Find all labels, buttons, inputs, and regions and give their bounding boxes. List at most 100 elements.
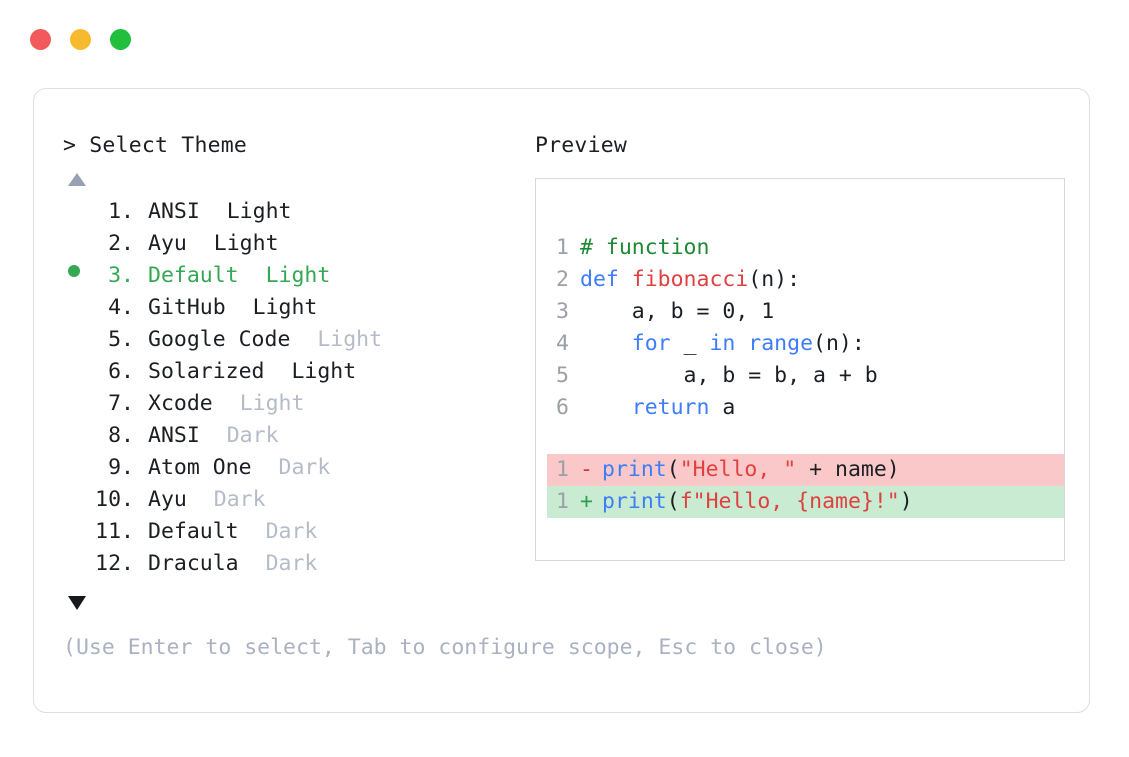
diff-sign: +: [580, 489, 593, 514]
code-token: print: [602, 489, 667, 514]
theme-item-spacer: [214, 196, 227, 228]
theme-list-item[interactable]: 5.Google Code Light: [63, 324, 533, 356]
code-token: range: [748, 331, 814, 356]
theme-item-name: GitHub: [148, 295, 226, 320]
theme-item-spacer: [214, 420, 227, 452]
theme-item-spacer: [201, 228, 214, 260]
code-token: [580, 331, 632, 356]
theme-item-variant: Light: [317, 327, 383, 352]
theme-item-variant: Light: [291, 359, 357, 384]
code-source: return a: [580, 392, 736, 424]
theme-item-spacer: [253, 516, 266, 548]
theme-item-name: Default: [148, 263, 239, 288]
theme-item-index: 12.: [95, 551, 134, 576]
theme-item-name: Solarized: [148, 359, 265, 384]
window-controls: [30, 29, 131, 50]
close-window-button[interactable]: [30, 29, 51, 50]
theme-item-spacer: [304, 324, 317, 356]
line-number: 1: [556, 235, 569, 260]
diff-line-number: 1: [556, 489, 569, 514]
page-title: > Select Theme: [63, 133, 248, 158]
theme-item-variant: Dark: [265, 519, 318, 544]
diff-source: print(f"Hello, {name}!"): [602, 486, 913, 518]
diff-lines: 1-print("Hello, " + name)1+print(f"Hello…: [547, 454, 1064, 518]
theme-item-variant: Light: [265, 263, 331, 288]
code-line: 5 a, b = b, a + b: [547, 360, 1064, 392]
code-token: (n):: [813, 331, 865, 356]
theme-item-index: 4.: [108, 295, 134, 320]
theme-list-item[interactable]: 7. Xcode Light: [63, 388, 533, 420]
code-line: 3 a, b = 0, 1: [547, 296, 1064, 328]
code-token: ): [899, 489, 913, 514]
scroll-up-icon[interactable]: [68, 173, 86, 186]
code-line: 6 return a: [547, 392, 1064, 424]
theme-item-spacer: [253, 548, 266, 580]
line-number: 6: [556, 395, 569, 420]
minimize-window-button[interactable]: [70, 29, 91, 50]
diff-source: print("Hello, " + name): [602, 454, 900, 486]
code-token: + name): [796, 457, 900, 482]
theme-list-item[interactable]: 6. Solarized Light: [63, 356, 533, 388]
theme-item-name: Atom One: [148, 455, 252, 480]
theme-list-item[interactable]: 9.Atom One Dark: [63, 452, 533, 484]
code-source: a, b = b, a + b: [580, 360, 878, 392]
theme-list-item[interactable]: 2.Ayu Light: [63, 228, 533, 260]
theme-item-spacer: [201, 484, 214, 516]
preview-title: Preview: [535, 133, 628, 158]
maximize-window-button[interactable]: [110, 29, 131, 50]
code-token: a, b = 0, 1: [580, 299, 775, 324]
code-source: a, b = 0, 1: [580, 296, 774, 328]
theme-list-item[interactable]: 8.ANSI Dark: [63, 420, 533, 452]
diff-sign: -: [580, 457, 593, 482]
theme-item-index: 5.: [108, 327, 134, 352]
theme-item-name: ANSI: [148, 423, 200, 448]
theme-list-item[interactable]: 10.Ayu Dark: [63, 484, 533, 516]
theme-item-variant: Dark: [213, 487, 266, 512]
theme-item-name: Xcode: [148, 391, 213, 416]
theme-item-variant: Light: [252, 295, 318, 320]
diff-line-minus: 1-print("Hello, " + name): [547, 454, 1064, 486]
theme-list-item[interactable]: 12.Dracula Dark: [63, 548, 533, 580]
code-token: (: [666, 457, 680, 482]
theme-item-index: 7.: [108, 391, 134, 416]
theme-item-index: 3.: [108, 263, 134, 288]
keyboard-hint: (Use Enter to select, Tab to configure s…: [63, 635, 827, 660]
theme-item-index: 1.: [108, 199, 134, 224]
code-token: (n):: [748, 267, 801, 292]
code-line: 4 for _ in range(n):: [547, 328, 1064, 360]
theme-item-index: 10.: [95, 487, 134, 512]
theme-list-item[interactable]: 3. Default Light: [63, 260, 533, 292]
theme-item-index: 2.: [108, 231, 134, 256]
theme-item-spacer: [279, 356, 292, 388]
code-token: [580, 395, 632, 420]
theme-list-item[interactable]: 1.ANSI Light: [63, 196, 533, 228]
code-token: print: [602, 457, 667, 482]
code-token: def: [580, 267, 632, 292]
theme-item-index: 8.: [108, 423, 134, 448]
code-token: fibonacci: [631, 267, 749, 292]
code-line: 1 # function: [547, 232, 1064, 264]
theme-item-variant: Light: [239, 391, 305, 416]
code-source: # function: [580, 232, 709, 264]
theme-list-item[interactable]: 11.Default Dark: [63, 516, 533, 548]
line-number: 4: [556, 331, 569, 356]
line-number: 2: [556, 267, 569, 292]
theme-item-index: 9.: [108, 455, 134, 480]
code-source: for _ in range(n):: [580, 328, 865, 360]
theme-item-variant: Light: [213, 231, 279, 256]
code-token: for: [631, 331, 684, 356]
code-source: def fibonacci(n):: [580, 264, 800, 296]
scroll-down-icon[interactable]: [68, 596, 86, 610]
code-token: f"Hello, {name}!": [679, 489, 900, 514]
line-number: 5: [556, 363, 569, 388]
code-line: 2 def fibonacci(n):: [547, 264, 1064, 296]
theme-item-index: 6.: [108, 359, 134, 384]
theme-list-item[interactable]: 4. GitHub Light: [63, 292, 533, 324]
